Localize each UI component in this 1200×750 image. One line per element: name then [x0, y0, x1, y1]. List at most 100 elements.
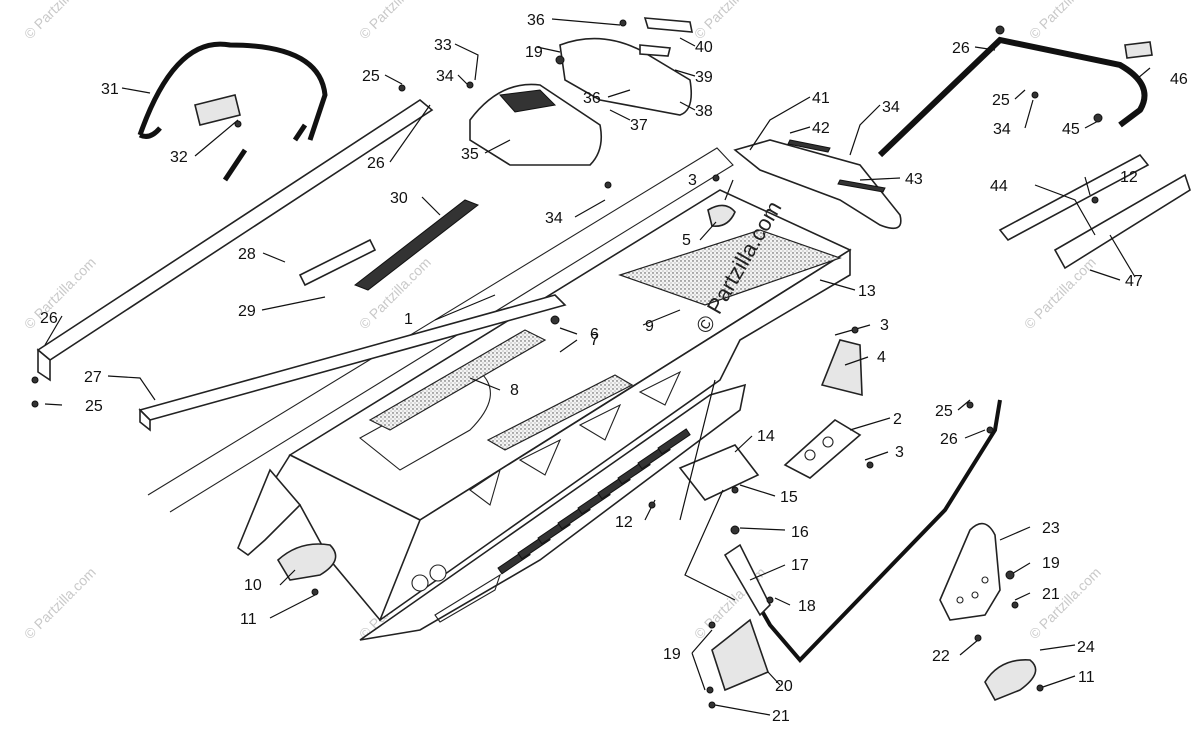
callout-33: 33 — [434, 37, 452, 54]
bracket-17 — [723, 543, 771, 617]
latch-39 — [639, 44, 672, 57]
callout-26: 26 — [40, 310, 58, 327]
callout-14: 14 — [757, 428, 775, 445]
callout-3: 3 — [895, 444, 904, 461]
callout-26: 26 — [940, 431, 958, 448]
callout-7: 7 — [590, 332, 599, 349]
callout-39: 39 — [695, 69, 713, 86]
watermark: © Partzilla.com — [1021, 254, 1099, 332]
callout-9: 9 — [645, 318, 654, 335]
callout-11: 11 — [1078, 669, 1095, 686]
reflector-32 — [194, 94, 241, 126]
callout-36: 36 — [527, 12, 545, 29]
callout-21: 21 — [772, 708, 790, 725]
callout-28: 28 — [238, 246, 256, 263]
callout-25: 25 — [85, 398, 103, 415]
watermark: © Partzilla.com — [21, 0, 99, 42]
callout-41: 41 — [812, 90, 830, 107]
fasteners — [31, 19, 1103, 709]
footrest-24 — [984, 659, 1037, 702]
running-board-bar — [728, 399, 1002, 663]
callout-29: 29 — [238, 303, 256, 320]
callout-19: 19 — [1042, 555, 1060, 572]
storage-box-38 — [559, 37, 693, 116]
callout-1: 1 — [404, 311, 413, 328]
callout-5: 5 — [682, 232, 691, 249]
plug-5 — [707, 204, 736, 228]
callout-21: 21 — [1042, 586, 1060, 603]
callout-4: 4 — [877, 349, 886, 366]
callout-16: 16 — [791, 524, 809, 541]
callout-47: 47 — [1125, 273, 1143, 290]
callout-22: 22 — [932, 648, 950, 665]
callout-42: 42 — [812, 120, 830, 137]
cover-4 — [820, 339, 863, 397]
flap-decal-43 — [837, 179, 886, 193]
rear-bumper-31 — [137, 41, 328, 141]
callout-20: 20 — [775, 678, 793, 695]
callout-10: 10 — [244, 577, 262, 594]
running-board-grip-8 — [368, 329, 547, 431]
callout-34: 34 — [993, 121, 1011, 138]
watermark: © Partzilla.com — [691, 0, 769, 42]
callout-34: 34 — [882, 99, 900, 116]
watermark: © Partzilla.com — [356, 0, 434, 42]
callout-25: 25 — [992, 92, 1010, 109]
callout-labels: 1 2 3 3 3 4 5 6 7 8 9 10 11 11 12 12 13 … — [40, 12, 1188, 725]
callout-23: 23 — [1042, 520, 1060, 537]
callout-35: 35 — [461, 146, 479, 163]
callout-6: 6 — [590, 326, 599, 343]
callout-17: 17 — [791, 557, 809, 574]
callout-40: 40 — [695, 39, 713, 56]
decal-30 — [353, 199, 480, 291]
callout-26: 26 — [367, 155, 385, 172]
heat-shield-20 — [711, 618, 770, 692]
deck-grip-9 — [618, 229, 842, 306]
callout-34: 34 — [545, 210, 563, 227]
callout-25: 25 — [935, 403, 953, 420]
rail-47 — [1053, 173, 1191, 270]
console-cover-33 — [469, 83, 603, 166]
callout-30: 30 — [390, 190, 408, 207]
watermark: © Partzilla.com — [21, 564, 99, 642]
lid-40 — [643, 17, 693, 33]
callout-8: 8 — [510, 382, 519, 399]
snow-flap-41 — [733, 139, 902, 230]
brace-2 — [783, 419, 862, 479]
callout-43: 43 — [905, 171, 923, 188]
plate-14 — [678, 444, 760, 501]
footrest-10 — [276, 543, 337, 581]
rear-bumper-31-leg — [222, 123, 308, 182]
watermark: © Partzilla.com — [1026, 564, 1104, 642]
callout-3: 3 — [688, 172, 697, 189]
callout-12: 12 — [1120, 169, 1138, 186]
callout-32: 32 — [170, 149, 188, 166]
callout-45: 45 — [1062, 121, 1080, 138]
callout-13: 13 — [858, 283, 876, 300]
callout-34: 34 — [436, 68, 454, 85]
callout-26: 26 — [952, 40, 970, 57]
callout-24: 24 — [1077, 639, 1095, 656]
rail-44 — [998, 153, 1150, 242]
watermark: © Partzilla.com — [1026, 0, 1104, 42]
toe-guard-23 — [939, 522, 1001, 621]
callout-19: 19 — [663, 646, 681, 663]
rear-bumper-46 — [877, 36, 1148, 158]
leader-lines — [44, 18, 1151, 716]
callout-38: 38 — [695, 103, 713, 120]
callout-3: 3 — [880, 317, 889, 334]
callout-36: 36 — [583, 90, 601, 107]
flap-decal-42 — [787, 139, 831, 153]
callout-2: 2 — [893, 411, 902, 428]
side-rail-27 — [36, 99, 567, 432]
callout-46: 46 — [1170, 71, 1188, 88]
callout-18: 18 — [798, 598, 816, 615]
callout-12: 12 — [615, 514, 633, 531]
callout-25: 25 — [362, 68, 380, 85]
callout-27: 27 — [84, 369, 102, 386]
tunnel-louvres — [497, 428, 691, 575]
assembly-outline-1 — [147, 147, 734, 513]
callout-44: 44 — [990, 178, 1008, 195]
callout-19: 19 — [525, 44, 543, 61]
